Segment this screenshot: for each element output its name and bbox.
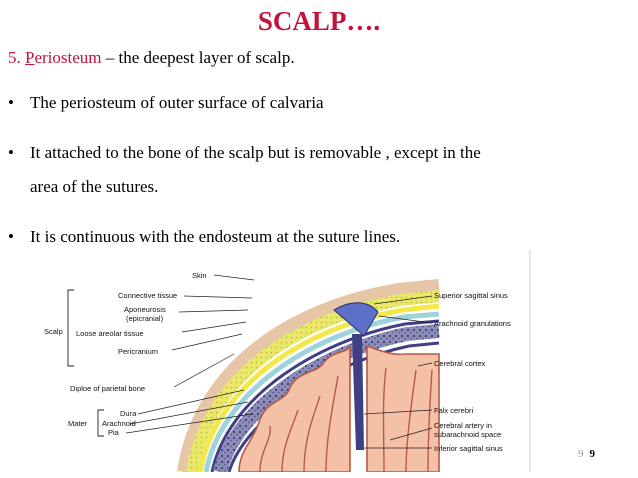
heading-description: – the deepest layer of scalp.	[101, 48, 295, 67]
sagittal-sinus-shape	[333, 302, 379, 337]
label-aponeurosis-epicranial: (epicranial)	[126, 314, 164, 323]
label-arachnoid: Arachnoid	[102, 419, 136, 428]
label-pia: Pia	[108, 428, 120, 437]
label-cerebral-cortex: Cerebral cortex	[434, 359, 486, 368]
diploe-layer	[213, 324, 440, 472]
bullet-item: • The periosteum of outer surface of calv…	[8, 86, 324, 120]
page-number-value: 9	[589, 448, 596, 460]
label-superior-sagittal-sinus: Superior sagittal sinus	[434, 291, 508, 300]
label-subarachnoid-space: subarachnoid space	[434, 430, 501, 439]
section-heading: 5. Periosteum – the deepest layer of sca…	[8, 48, 295, 68]
loose-areolar-layer	[203, 311, 440, 472]
label-arachnoid-granulations: Arachnoid granulations	[434, 319, 511, 328]
scalp-layers-diagram: Skin Connective tissue Aponeurosis (epic…	[44, 250, 531, 472]
label-mater-group: Mater	[68, 419, 88, 428]
skin-layer	[177, 279, 440, 472]
heading-term: eriosteum	[34, 48, 102, 67]
bullet-marker: •	[8, 143, 14, 162]
page-number-ghost: 9	[578, 448, 584, 460]
bullet-marker: •	[8, 93, 14, 112]
label-scalp-group: Scalp	[44, 327, 63, 336]
label-skin: Skin	[192, 271, 207, 280]
heading-term-initial: P	[25, 48, 35, 67]
bullet-text: The periosteum of outer surface of calva…	[30, 93, 324, 112]
leader-lines	[125, 274, 433, 449]
pericranium-layer	[210, 319, 440, 472]
bullet-text: It is continuous with the endosteum at t…	[30, 227, 401, 246]
label-diploe: Diploe of parietal bone	[70, 384, 145, 393]
slide-title: SCALP….	[257, 6, 381, 36]
bullet-item: • It attached to the bone of the scalp bu…	[8, 136, 628, 204]
label-dura: Dura	[120, 409, 137, 418]
bullet-text-line2: area of the sutures.	[30, 177, 159, 196]
label-cerebral-artery: Cerebral artery in	[434, 421, 492, 430]
scalp-bracket	[67, 289, 74, 367]
connective-layer	[186, 290, 440, 472]
label-connective-tissue: Connective tissue	[118, 291, 177, 300]
bullet-marker: •	[8, 227, 14, 246]
aponeurosis-layer	[197, 303, 440, 472]
label-falx-cerebri: Falx cerebri	[434, 406, 474, 415]
mater-bracket	[97, 409, 104, 437]
heading-number: 5.	[8, 48, 25, 67]
label-pericranium: Pericranium	[118, 347, 158, 356]
bullet-item: • It is continuous with the endosteum at …	[8, 220, 400, 254]
scalp-layers	[177, 279, 440, 472]
bullet-text-line1: It attached to the bone of the scalp but…	[30, 143, 481, 162]
label-inferior-sagittal-sinus: Inferior sagittal sinus	[434, 444, 503, 453]
falx-shape	[352, 334, 364, 450]
label-aponeurosis: Aponeurosis	[124, 305, 166, 314]
label-loose-areolar: Loose areolar tissue	[76, 329, 144, 338]
sulci-lines	[259, 367, 433, 472]
